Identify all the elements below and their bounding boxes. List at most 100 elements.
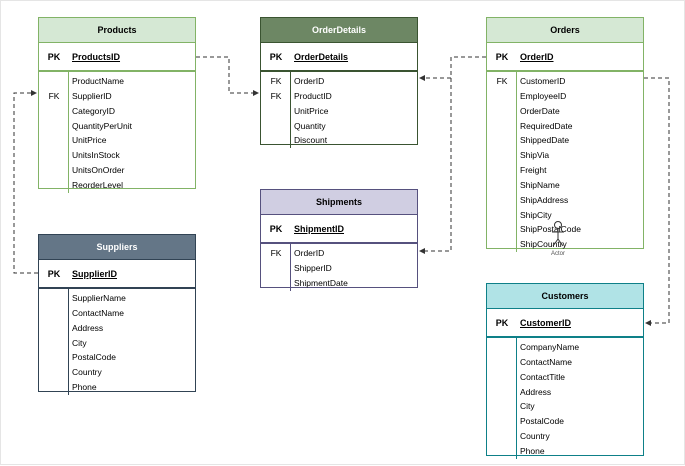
table-field-row[interactable]: PostalCode [487,414,643,429]
table-field-row[interactable]: City [487,399,643,414]
relationship-orders-orderdetails[interactable] [419,56,486,81]
primary-key-row[interactable]: PK ProductsID [39,43,195,72]
table-field-row[interactable]: Freight [487,163,643,178]
pk-marker: PK [47,268,61,279]
field-key-marker: FK [270,90,282,101]
table-field-row[interactable]: FK SupplierID [39,89,195,104]
field-name: ShipCity [520,209,552,220]
relationship-orders-customers[interactable] [644,77,670,326]
column-divider [290,72,291,149]
field-name: ShipPostalCode [520,224,581,235]
field-key-marker: FK [48,90,60,101]
table-field-row[interactable]: ShipAddress [487,193,643,208]
table-field-row[interactable]: RequiredDate [487,119,643,134]
table-field-row[interactable]: ShipCountry [487,237,643,252]
field-name: CustomerID [520,76,566,86]
field-name: ContactTitle [520,371,566,382]
table-field-row[interactable]: UnitPrice [39,133,195,148]
table-field-row[interactable]: ContactName [487,355,643,370]
table-field-row[interactable]: EmployeeID [487,89,643,104]
pk-field-name: OrderID [520,51,554,62]
field-name: City [72,337,87,348]
field-name: Discount [294,135,328,146]
primary-key-row[interactable]: PK OrderID [487,43,643,72]
table-field-row[interactable]: FK ProductID [261,89,417,104]
field-name: ShipName [520,179,560,190]
table-field-row[interactable]: OrderDate [487,104,643,119]
field-name: ShippedDate [520,135,570,146]
table-field-row[interactable]: ReorderLevel [39,178,195,193]
table-field-row[interactable]: Quantity [261,119,417,134]
relationship-orders-shipments[interactable] [419,78,452,254]
field-name: Quantity [294,120,326,131]
table-title: Suppliers [39,235,195,260]
pk-field-name: OrderDetails [294,51,349,62]
table-field-row[interactable]: ShipperID [261,261,417,276]
field-name: PostalCode [72,352,116,363]
relationship-suppliers-products[interactable] [13,90,38,274]
table-field-row[interactable]: PostalCode [39,350,195,365]
table-field-row[interactable]: QuantityPerUnit [39,119,195,134]
field-key-marker: FK [270,248,282,258]
primary-key-row[interactable]: PK OrderDetails [261,43,417,72]
table-field-row[interactable]: ShipName [487,178,643,193]
table-field-row[interactable]: UnitPrice [261,104,417,119]
field-name: UnitsInStock [72,150,120,161]
table-field-row[interactable]: Phone [39,380,195,395]
table-field-row[interactable]: Country [487,429,643,444]
field-name: OrderID [294,76,325,86]
table-field-row[interactable]: Country [39,365,195,380]
table-field-row[interactable]: ShipCity [487,208,643,223]
table-field-row[interactable]: Phone [487,444,643,459]
field-name: SupplierID [72,90,112,101]
table-field-row[interactable]: ShippedDate [487,133,643,148]
table-field-row[interactable]: ShipVia [487,148,643,163]
table-field-row[interactable]: ContactTitle [487,370,643,385]
table-field-row[interactable]: Address [39,321,195,336]
actor-icon[interactable] [552,221,564,247]
pk-marker: PK [269,223,283,234]
column-divider [516,338,517,459]
table-field-row[interactable]: CategoryID [39,104,195,119]
table-field-row[interactable]: ContactName [39,306,195,321]
table-field-row[interactable]: ShipmentDate [261,276,417,291]
primary-key-row[interactable]: PK SupplierID [39,260,195,289]
field-name: PostalCode [520,416,564,427]
pk-marker: PK [47,51,61,62]
table-field-row[interactable]: Discount [261,133,417,148]
table-field-row[interactable]: Address [487,385,643,400]
field-name: ShipAddress [520,194,569,205]
field-name: ContactName [72,307,124,318]
field-name: Phone [72,382,97,393]
primary-key-row[interactable]: PK CustomerID [487,309,643,338]
table-field-row[interactable]: ProductName [39,74,195,89]
field-name: Country [72,367,102,378]
table-field-row[interactable]: CompanyName [487,340,643,355]
column-divider [68,289,69,395]
field-name: ContactName [520,356,572,367]
table-field-row[interactable]: City [39,336,195,351]
field-name: QuantityPerUnit [72,120,132,131]
primary-key-row[interactable]: PK ShipmentID [261,215,417,244]
table-field-row[interactable]: UnitsInStock [39,148,195,163]
table-field-row[interactable]: SupplierName [39,291,195,306]
field-name: ProductID [294,90,332,101]
table-field-row[interactable]: ShipPostalCode [487,222,643,237]
field-name: UnitPrice [294,105,329,116]
table-field-row[interactable]: UnitsOnOrder [39,163,195,178]
relationship-products-orderdetails[interactable] [196,56,259,96]
